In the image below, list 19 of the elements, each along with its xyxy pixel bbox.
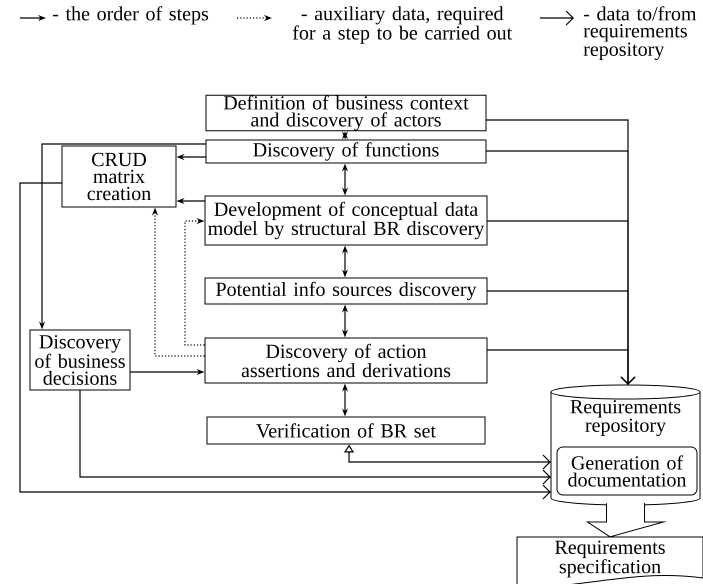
process-box: Verification of BR set	[206, 416, 486, 444]
legend-text: - data to/from requirements repository	[584, 6, 696, 60]
process-box: Development of conceptual data model by structural BR discovery	[204, 196, 488, 246]
rounded-box: Generation of documentation	[556, 446, 698, 496]
arrow	[184, 218, 204, 346]
process-box: Discovery of functions	[206, 140, 486, 164]
legend-text: - auxiliary data, required for a step to be carried out	[292, 6, 512, 44]
arrow	[19, 182, 551, 500]
process-box: Discovery of business decisions	[30, 330, 130, 390]
process-box: Discovery of action assertions and derivations	[204, 338, 488, 384]
block-arrow	[586, 502, 668, 538]
process-box: CRUD matrix creation	[62, 146, 176, 208]
legend-text: - the order of steps	[52, 6, 208, 25]
arrow	[488, 349, 636, 385]
process-box: Definition of business context and discovery of actors	[206, 94, 486, 132]
process-box: Potential info sources discovery	[204, 278, 488, 304]
arrow	[79, 390, 551, 484]
document-shape: Requirements specification	[516, 536, 703, 584]
arrow	[342, 131, 348, 140]
